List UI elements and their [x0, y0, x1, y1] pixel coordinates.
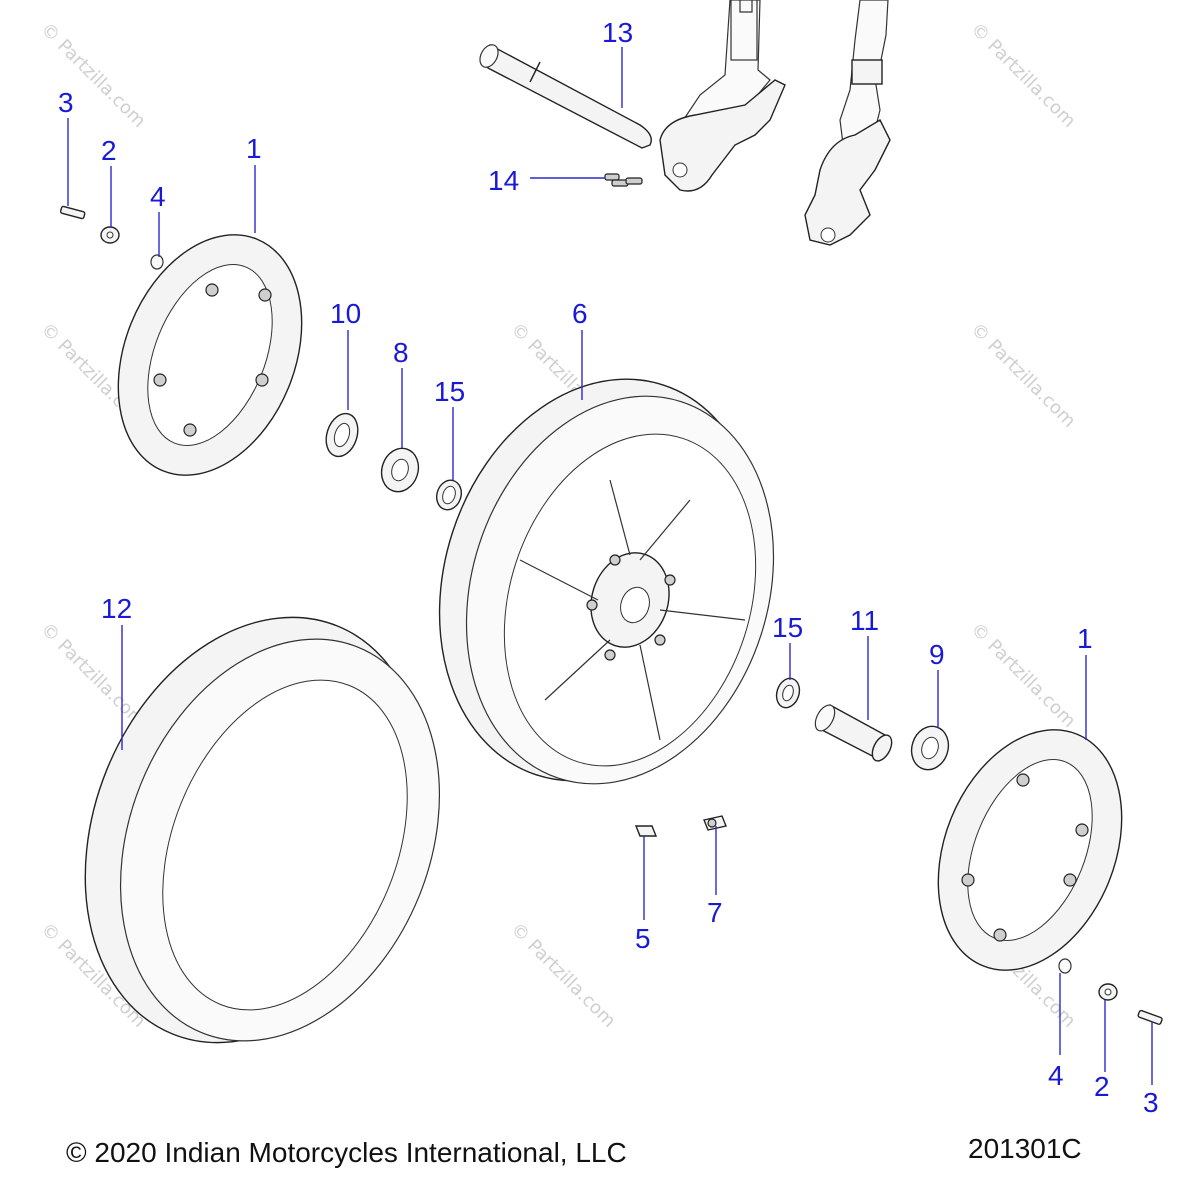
- front-wheel: [438, 378, 775, 785]
- axle-spacer: [814, 703, 893, 762]
- copyright-notice: © 2020 Indian Motorcycles International,…: [66, 1137, 627, 1168]
- rotor-washer-right: [1098, 983, 1118, 1001]
- callout-9: 9: [929, 639, 945, 670]
- callout-15: 15: [434, 376, 465, 407]
- callout-13: 13: [602, 17, 633, 48]
- callout-8: 8: [393, 337, 409, 368]
- brake-rotor-right: [937, 729, 1123, 971]
- leader-lines: [67, 47, 1153, 1085]
- callout-3: 3: [1143, 1087, 1159, 1118]
- callout-10: 10: [330, 298, 361, 329]
- spacer-right: [775, 677, 801, 709]
- callout-4: 4: [1048, 1060, 1064, 1091]
- spacer-left: [435, 479, 463, 511]
- watermark: © Partzilla.com: [36, 19, 149, 132]
- seal-left: [325, 412, 359, 458]
- callout-12: 12: [101, 593, 132, 624]
- callout-11: 11: [850, 605, 879, 636]
- watermark: © Partzilla.com: [966, 19, 1079, 132]
- rotor-bolt-left: [59, 205, 86, 220]
- rotor-washer-left: [100, 226, 120, 244]
- watermark: © Partzilla.com: [36, 619, 149, 732]
- valve-stem: [703, 815, 727, 831]
- diagram-id: 201301C: [968, 1133, 1082, 1164]
- snap-ring-right: [1058, 958, 1072, 974]
- callout-3: 3: [58, 87, 74, 118]
- watermark: © Partzilla.com: [966, 619, 1079, 732]
- bearing-left: [380, 447, 420, 493]
- watermark: © Partzilla.com: [506, 919, 619, 1032]
- callout-2: 2: [101, 135, 117, 166]
- callout-7: 7: [707, 897, 723, 928]
- callout-2: 2: [1094, 1071, 1110, 1102]
- rotor-bolt-right: [1137, 1009, 1163, 1025]
- front-fork-assembly: [659, 0, 891, 246]
- bearing-right: [910, 725, 950, 771]
- front-tire: [84, 616, 441, 1044]
- callout-1: 1: [246, 133, 262, 164]
- callout-1: 1: [1077, 623, 1093, 654]
- watermark: © Partzilla.com: [966, 319, 1079, 432]
- balance-weight: [634, 825, 658, 837]
- snap-ring-left: [150, 254, 164, 270]
- callout-14: 14: [488, 165, 519, 196]
- pinch-bolts: [604, 173, 643, 187]
- callout-4: 4: [150, 181, 166, 212]
- brake-rotor-left: [117, 234, 303, 476]
- axle: [479, 44, 652, 149]
- callout-labels: 3 2 4 1 13 14 10 8 15 6 12 15 11 9 1 5 7…: [58, 17, 1159, 1118]
- callout-6: 6: [572, 298, 588, 329]
- callout-5: 5: [635, 923, 651, 954]
- callout-15: 15: [772, 612, 803, 643]
